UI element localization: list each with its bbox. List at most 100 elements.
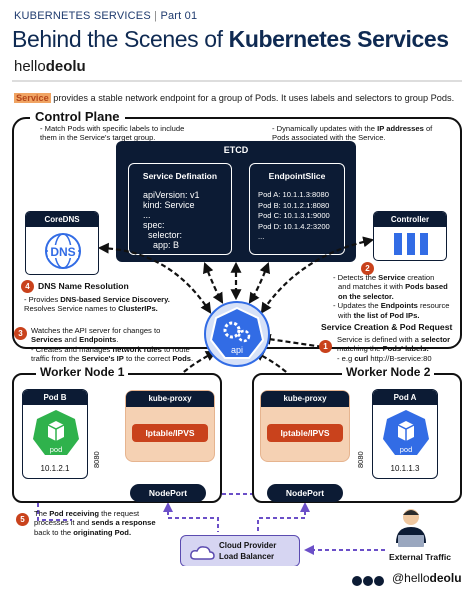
arrow-lb-nodeport2 <box>257 502 310 532</box>
bars-icon <box>394 233 428 255</box>
step5-l3-bold: originating Pod. <box>73 527 132 537</box>
endpoint-note-post: of <box>423 124 433 133</box>
controller-box: Controller <box>373 211 447 261</box>
arrow-etcd-api-right <box>248 261 270 304</box>
endpoint-note: - Dynamically updates with the IP addres… <box>272 124 432 143</box>
step4-text: - Provides DNS-based Service Discovery. … <box>24 295 170 314</box>
step5-l1-pre: The <box>34 509 50 518</box>
step2-number: 2 <box>361 262 374 275</box>
kube-proxy-2-title: kube-proxy <box>261 391 349 407</box>
endpoint-note-pre: - Dynamically updates with the <box>272 124 378 133</box>
step2-l1-bold: Service <box>378 273 406 282</box>
step3-l4-pre: traffic from the <box>31 354 82 364</box>
endpoint-entry: Pod D: 10.1.4.2:3200 <box>258 221 330 231</box>
worker-node-1-title: Worker Node 1 <box>36 365 129 379</box>
selector-note-line1: - Match Pods with specific labels to inc… <box>40 124 185 133</box>
arrow-etcd-api-left <box>203 261 224 304</box>
step3-l2-b1: Services <box>31 335 63 345</box>
step1-number: 1 <box>319 340 332 353</box>
kube-proxy-1-title: kube-proxy <box>126 391 214 407</box>
pod-b-ip: 10.1.2.1 <box>40 464 70 473</box>
brand-prefix: hello <box>14 58 46 75</box>
yaml-line: selector: <box>143 230 183 240</box>
step4-l1-bold: DNS-based Service Discovery. <box>60 295 170 304</box>
coredns-box: CoreDNS DNS <box>25 211 99 275</box>
endpointslice-title: EndpointSlice <box>268 171 326 181</box>
worker-node-2-title: Worker Node 2 <box>342 365 435 379</box>
step2-l2-bold: Pods based <box>405 282 448 292</box>
step3-l2-end: . <box>116 335 119 345</box>
part-label: Part 01 <box>160 10 198 22</box>
intro-body: provides a stable network endpoint for a… <box>50 93 455 103</box>
arrow-api-kubeproxy1 <box>168 350 217 390</box>
instagram-icon[interactable] <box>374 576 384 586</box>
step3-number: 3 <box>14 327 27 340</box>
service-definition-title: Service Defination <box>142 171 218 181</box>
step4-l1-pre: - Provides <box>24 295 61 304</box>
title-bold: Kubernetes Services <box>228 26 449 52</box>
controller-title: Controller <box>374 212 446 227</box>
step4-l2-pre: Resolves Service names to <box>24 304 119 314</box>
step4-title: DNS Name Resolution <box>38 281 129 291</box>
pod-a-ip: 10.1.1.3 <box>390 464 420 473</box>
step3-l3-pre: - Creates and manages <box>31 344 113 354</box>
step3-text: Watches the API server for changes to Se… <box>31 326 193 364</box>
intro-highlight: Service <box>14 93 51 103</box>
selector-note-line2: them in the Service's target group. <box>40 133 156 143</box>
control-plane-title: Control Plane <box>30 109 125 124</box>
selector-note: - Match Pods with specific labels to inc… <box>40 124 184 143</box>
step2-l3-bold: on the selector. <box>338 291 394 301</box>
step4-number: 4 <box>21 280 34 293</box>
arrow-api-kubeproxy2 <box>253 350 302 390</box>
kubernetes-wheel-icon: api <box>204 301 270 367</box>
title-prefix: Behind the Scenes of <box>12 26 229 52</box>
kicker-separator: | <box>154 10 158 22</box>
step1-l3-pre: - e.g <box>337 353 355 363</box>
footer-brand-prefix: @hello <box>392 571 430 585</box>
step2-l2-pre: and matches it with <box>338 282 406 292</box>
pod-icon: pod <box>33 410 79 455</box>
step3-l3-bold: network rules <box>112 344 162 354</box>
nodeport-2: NodePort <box>267 484 343 502</box>
footer-brand-bold: deolu <box>429 571 462 585</box>
nodeport-1: NodePort <box>130 484 206 502</box>
yaml-line: apiVersion: v1 <box>143 190 200 200</box>
step5-text: The Pod receiving the request processes … <box>34 509 156 537</box>
step3-l2-b2: Endpoints <box>79 335 117 345</box>
load-balancer-line2: Load Balancer <box>219 552 275 561</box>
step3-l4-end: . <box>190 354 194 364</box>
step3-l4-bold2: Pods <box>172 354 191 364</box>
kube-proxy-1-box: kube-proxy Iptable/IPVS <box>125 390 215 462</box>
pod-a-port: 8080 <box>356 451 365 468</box>
arrow-coredns-api <box>97 242 212 314</box>
linkedin-icon[interactable] <box>352 576 362 586</box>
api-label: api <box>231 345 243 355</box>
step3-l1: Watches the API server for changes to <box>31 326 161 335</box>
step3-l4-mid: to the correct <box>123 354 173 364</box>
footer-bar <box>0 566 474 596</box>
pod-b-port: 8080 <box>92 451 101 468</box>
step2-l4-bold: Endpoints <box>380 301 418 311</box>
cloud-icon <box>190 546 215 560</box>
load-balancer-box: Cloud Provider Load Balancer <box>180 535 300 567</box>
step5-number: 5 <box>16 513 29 526</box>
kicker-text: KUBERNETES SERVICES <box>14 10 151 22</box>
step1-l3-bold: curl <box>354 353 369 363</box>
dns-icon-text: DNS <box>50 245 75 259</box>
yaml-line: ... <box>143 210 151 220</box>
x-icon[interactable] <box>363 576 373 586</box>
yaml-line: spec: <box>143 220 165 230</box>
arrow-controller-api <box>260 236 375 314</box>
user-laptop-icon <box>396 509 426 547</box>
step2-l1-pre: - Detects the <box>333 273 379 282</box>
etcd-title: ETCD <box>223 145 249 155</box>
step5-l1-post: the request <box>99 509 140 518</box>
step2-l1-post: creation <box>405 273 435 282</box>
step3-l3-post: to route <box>161 344 190 354</box>
brand-name: hellodeolu <box>14 58 86 75</box>
pod-b-box: Pod B pod 10.1.2.1 <box>22 389 88 479</box>
page-title: Behind the Scenes of Kubernetes Services <box>12 26 449 53</box>
step5-l3-pre: back to the <box>34 527 74 537</box>
step5-l1-bold: Pod receiving <box>49 509 100 518</box>
pod-icon: pod <box>383 410 429 455</box>
